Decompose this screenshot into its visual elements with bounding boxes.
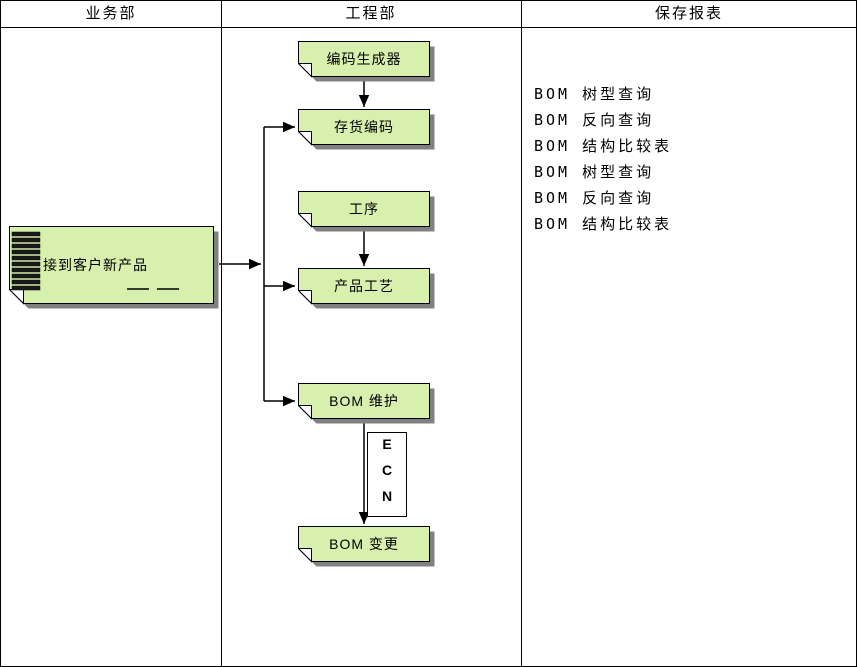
report-item[interactable]: BOM 反向查询 — [534, 111, 655, 129]
report-item[interactable]: BOM 反向查询 — [534, 189, 655, 207]
flow-node-label: BOM 变更 — [329, 536, 399, 552]
flow-node-receive-new-product[interactable]: 接到客户新产品 — [9, 226, 220, 310]
header-row — [1, 1, 856, 28]
flow-node-label: BOM 维护 — [329, 393, 399, 409]
report-item[interactable]: BOM 结构比较表 — [534, 137, 673, 155]
header-engineering-dept: 工程部 — [345, 5, 397, 22]
report-item[interactable]: BOM 树型查询 — [534, 163, 655, 181]
header-saved-reports: 保存报表 — [654, 5, 724, 22]
note-shape-icon — [298, 41, 435, 82]
note-shape-icon — [298, 268, 435, 309]
report-item[interactable]: BOM 树型查询 — [534, 85, 655, 103]
note-shape-icon — [298, 191, 435, 232]
header-business-dept: 业务部 — [85, 5, 137, 22]
flow-node-bom-change[interactable]: BOM 变更 — [298, 526, 435, 568]
flow-node-inventory-code[interactable]: 存货编码 — [298, 109, 435, 151]
flow-node-label: 接到客户新产品 — [43, 257, 148, 273]
flow-node-label: 存货编码 — [334, 119, 394, 135]
note-shape-icon — [9, 226, 219, 309]
note-shape-icon — [298, 383, 435, 424]
flow-node-product-craft[interactable]: 产品工艺 — [298, 268, 435, 310]
column-divider — [221, 1, 222, 666]
report-list: BOM 树型查询 BOM 反向查询 BOM 结构比较表 BOM 树型查询 BOM… — [534, 81, 672, 237]
note-shape-icon — [298, 526, 435, 567]
flow-node-label: 工序 — [349, 201, 379, 217]
flow-node-code-generator[interactable]: 编码生成器 — [298, 41, 435, 83]
flow-node-bom-maintenance[interactable]: BOM 维护 — [298, 383, 435, 425]
report-item[interactable]: BOM 结构比较表 — [534, 215, 673, 233]
column-divider — [521, 1, 522, 666]
flow-node-process[interactable]: 工序 — [298, 191, 435, 233]
ecn-label-box: ECN — [367, 432, 407, 517]
spiral-binding-icon — [11, 231, 41, 291]
flow-node-label: 产品工艺 — [334, 278, 394, 294]
flow-node-label: 编码生成器 — [326, 51, 402, 67]
note-shape-icon — [298, 109, 435, 150]
